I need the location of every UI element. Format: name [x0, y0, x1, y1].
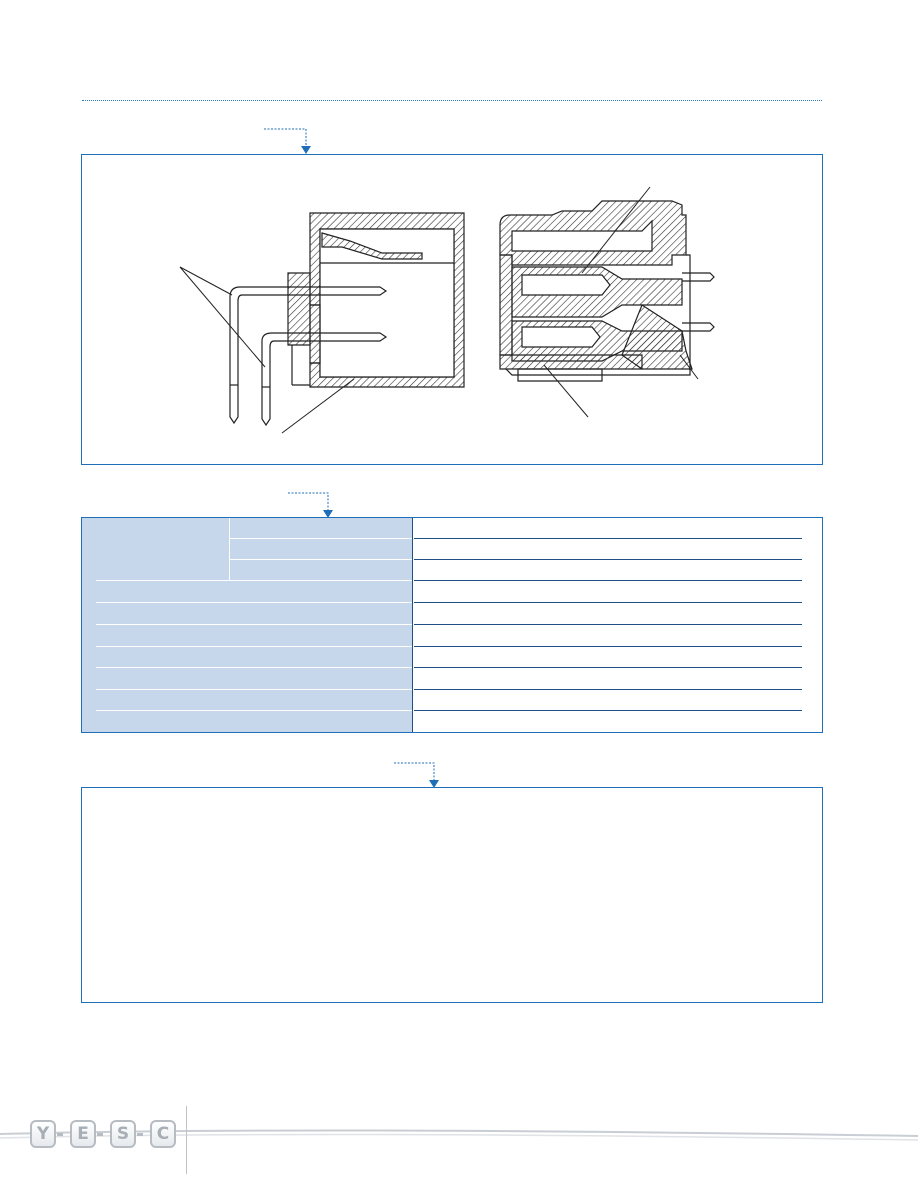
spec-row-line: [414, 689, 802, 690]
spec-row-line: [229, 538, 412, 539]
spec-row-line: [96, 602, 412, 603]
logo-dash: [137, 1133, 143, 1136]
spec-row-line: [96, 580, 412, 581]
logo-letter: C: [150, 1120, 176, 1148]
spec-divider-sub: [229, 518, 230, 580]
logo-letter: S: [110, 1120, 136, 1148]
logo-letter: Y: [30, 1120, 56, 1148]
header-rule: [82, 100, 822, 101]
logo-letter: E: [70, 1120, 96, 1148]
left-leader-lines: [179, 266, 355, 434]
footer-swoosh: [0, 1129, 918, 1141]
spec-row-line: [414, 559, 802, 560]
specs-callout-arrow: [288, 492, 333, 518]
left-connector-pins: [229, 286, 388, 427]
connector-drawing: [179, 186, 715, 434]
spec-row-line: [414, 710, 802, 711]
page-footer: Y E S C: [0, 1100, 918, 1188]
spec-row-line: [96, 710, 412, 711]
spec-row-line: [96, 667, 412, 668]
spec-row-line: [414, 602, 802, 603]
logo-dash: [57, 1133, 63, 1136]
spec-row-line: [414, 624, 802, 625]
footer-divider: [186, 1106, 187, 1174]
spec-divider-main: [412, 518, 413, 732]
spec-row-line: [414, 580, 802, 581]
specifications-table: [81, 517, 823, 733]
structure-panel: [81, 154, 823, 465]
spec-row-line: [229, 559, 412, 560]
right-connector-section: [499, 200, 715, 382]
spec-label-column: [82, 518, 412, 732]
spec-row-line: [96, 646, 412, 647]
notes-callout-arrow: [394, 762, 439, 788]
structure-callout-arrow: [264, 128, 311, 154]
left-connector-housing: [287, 212, 465, 388]
logo-dash: [97, 1133, 103, 1136]
spec-row-line: [96, 624, 412, 625]
right-leader-lines: [543, 186, 699, 418]
spec-row-line: [414, 538, 802, 539]
spec-row-line: [414, 667, 802, 668]
spec-row-line: [96, 689, 412, 690]
notes-panel: [81, 787, 823, 1003]
spec-row-line: [414, 646, 802, 647]
